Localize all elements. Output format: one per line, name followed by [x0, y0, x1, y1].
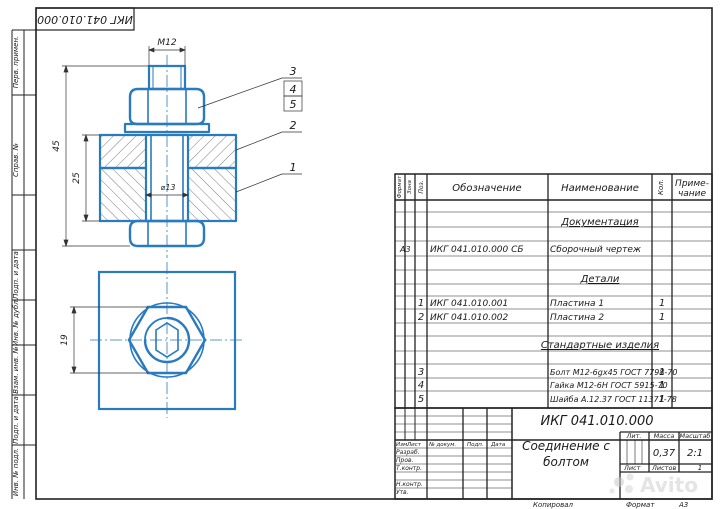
- avito-logo-icon: [614, 477, 624, 487]
- margin-label-inv-podl: Инв. № подл.: [12, 448, 20, 496]
- spec-header-designation: Обозначение: [452, 182, 521, 194]
- spec-row-pos: 3: [418, 367, 424, 378]
- title-block-mass-label: Масса: [654, 432, 675, 440]
- top-view: [90, 262, 244, 418]
- title-block-title-line2: болтом: [543, 455, 589, 469]
- leader-1: 1: [290, 161, 297, 174]
- title-block-scale-label: Масштаб: [680, 432, 711, 440]
- spec-header-qty: Кол.: [657, 179, 665, 195]
- spec-section-docs: Документация: [560, 217, 638, 228]
- title-block-col-date: Дата: [490, 442, 506, 448]
- spec-row: 3 Болт М12-6gх45 ГОСТ 7798-70 1: [418, 367, 678, 378]
- title-block-sheets-label: Листов: [651, 464, 676, 472]
- top-stamp-text: ИКГ 041.010.000: [37, 13, 133, 26]
- left-margin: Перв. примен. Справ. № Подп. и дата Инв.…: [11, 29, 36, 499]
- spec-row-qty: 1: [659, 312, 665, 323]
- spec-header-format: Формат: [397, 175, 403, 198]
- spec-header-note-2: чание: [678, 189, 707, 199]
- leader-5: 5: [290, 98, 297, 111]
- bolt-head: [128, 219, 206, 248]
- spec-row-name: Болт М12-6gх45 ГОСТ 7798-70: [550, 368, 678, 377]
- washer: [123, 122, 211, 134]
- dim-height-total: 45: [52, 140, 62, 152]
- title-block-col-izm: Изм.: [396, 442, 409, 448]
- leader-4: 4: [290, 83, 297, 96]
- margin-label-inv-dubl: Инв. № дубл.: [12, 298, 20, 346]
- title-block-sheets-value: 1: [698, 464, 702, 472]
- spec-row-name: Гайка М12-6Н ГОСТ 5915-70: [550, 381, 668, 390]
- footer-copied: Копировал: [533, 501, 574, 509]
- avito-watermark: Avito: [609, 473, 698, 497]
- title-block-role-ncontrol: Н.контр.: [396, 481, 423, 488]
- spec-row-name: Пластина 1: [550, 299, 604, 309]
- spec-row-designation: ИКГ 041.010.000 СБ: [430, 245, 524, 255]
- title-block-role-checker: Пров.: [396, 457, 414, 464]
- spec-row-pos: 5: [418, 394, 424, 405]
- spec-header-zone: Зона: [407, 179, 413, 193]
- spec-row-designation: ИКГ 041.010.002: [430, 313, 509, 323]
- dim-height-plates: 25: [72, 172, 82, 184]
- spec-row-qty: 1: [659, 380, 665, 391]
- title-block-lit-label: Лит.: [626, 432, 642, 440]
- spec-row: A3 ИКГ 041.010.000 СБ Сборочный чертеж: [399, 245, 642, 255]
- spec-header-note-1: Приме-: [675, 179, 709, 189]
- spec-header-name: Наименование: [561, 183, 639, 194]
- spec-row-designation: ИКГ 041.010.001: [430, 299, 508, 309]
- spec-row-pos: 1: [418, 298, 424, 309]
- title-block-sheet-label: Лист: [623, 464, 641, 472]
- front-dimensions: [62, 46, 189, 248]
- spec-row: 2 ИКГ 041.010.002 Пластина 2 1: [418, 312, 665, 323]
- top-stamp: ИКГ 041.010.000: [35, 7, 135, 31]
- title-block-role-developer: Разраб.: [396, 449, 420, 456]
- title-block-col-docnum: № докум.: [428, 442, 456, 448]
- dim-thread: M12: [157, 38, 176, 48]
- washer-circle: [129, 302, 205, 378]
- spec-header-pos: Поз.: [418, 180, 425, 193]
- title-block-mass-value: 0,37: [653, 448, 676, 459]
- spec-row-format: A3: [399, 245, 411, 254]
- spec-section-standard: Стандартные изделия: [541, 340, 659, 351]
- spec-row-name: Сборочный чертеж: [550, 245, 642, 255]
- dim-hole: ⌀13: [161, 183, 176, 192]
- leader-lines: [197, 77, 303, 193]
- specification-table: [394, 173, 713, 409]
- spec-row: 4 Гайка М12-6Н ГОСТ 5915-70 1: [418, 380, 668, 391]
- footer-format-value: А3: [678, 501, 688, 509]
- spec-row-qty: 1: [659, 367, 665, 378]
- margin-label-podp-data-1: Подп. и дата: [12, 251, 20, 299]
- spec-row: 1 ИКГ 041.010.001 Пластина 1 1: [418, 298, 665, 309]
- spec-row-name: Пластина 2: [550, 313, 604, 323]
- spec-section-parts: Детали: [580, 274, 620, 285]
- title-block-scale-value: 2:1: [687, 448, 703, 459]
- spec-row: 5 Шайба А.12.37 ГОСТ 11371-78 1: [418, 394, 677, 405]
- title-block-col-list: Лист: [406, 442, 422, 448]
- top-dimensions: [70, 305, 148, 375]
- plate-top-outline: [97, 270, 237, 411]
- bolt-end-hexagon: [155, 322, 179, 358]
- title-block-col-sign: Подп.: [467, 442, 484, 448]
- spec-row-qty: 1: [659, 394, 665, 405]
- avito-watermark-text: Avito: [640, 473, 698, 497]
- margin-label-perv-primen: Перв. примен.: [12, 36, 20, 89]
- dim-bottom-width: 19: [60, 334, 70, 346]
- title-block-role-tcontrol: Т.контр.: [396, 465, 422, 472]
- spec-row-name: Шайба А.12.37 ГОСТ 11371-78: [550, 395, 677, 404]
- title-block-role-approved: Утв.: [396, 489, 409, 496]
- title-block: [394, 407, 713, 500]
- spec-row-pos: 4: [418, 380, 424, 391]
- leader-2: 2: [290, 119, 297, 132]
- spec-row-pos: 2: [418, 312, 424, 323]
- spec-row-qty: 1: [659, 298, 665, 309]
- margin-label-vzam-inv: Взам. инв. №: [12, 346, 20, 394]
- footer-format-label: Формат: [626, 501, 655, 509]
- margin-label-sprav-no: Справ. №: [12, 143, 20, 177]
- leader-3: 3: [290, 65, 297, 78]
- margin-label-podp-data-2: Подп. и дата: [12, 396, 20, 444]
- title-block-title-line1: Соединение с: [522, 439, 610, 453]
- front-view: [98, 55, 238, 258]
- title-block-designation: ИКГ 041.010.000: [540, 414, 653, 429]
